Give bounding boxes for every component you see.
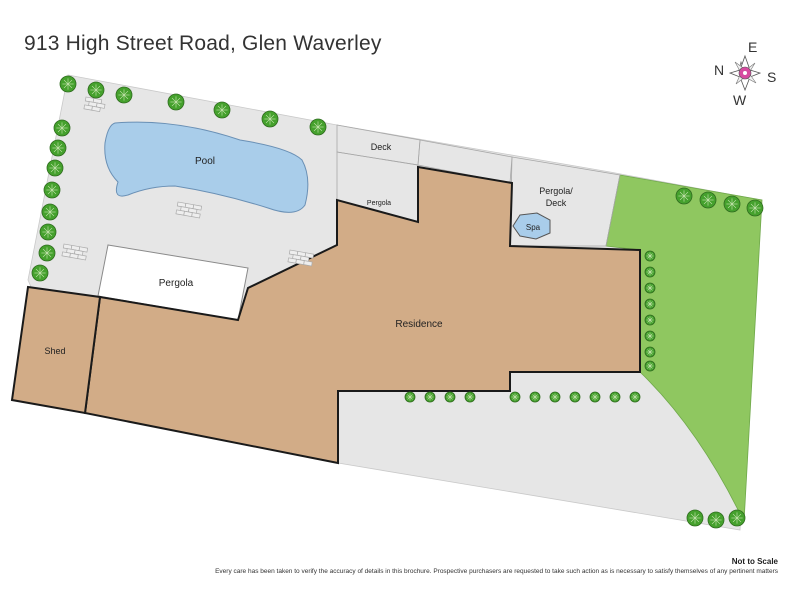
- compass-east: E: [748, 39, 757, 55]
- page-title: 913 High Street Road, Glen Waverley: [24, 32, 382, 55]
- tree-vein: [703, 195, 713, 205]
- tree-vein: [53, 143, 63, 153]
- tree-vein: [467, 394, 473, 400]
- pergola-deck-label-line1: Pergola/: [539, 186, 573, 196]
- tree-vein: [47, 185, 57, 195]
- residence[interactable]: [83, 165, 641, 465]
- spa-label: Spa: [526, 223, 541, 232]
- tree-vein: [750, 203, 760, 213]
- pool[interactable]: [104, 121, 309, 213]
- hedge-trees: [31, 75, 764, 529]
- shed[interactable]: [10, 285, 102, 415]
- compass-north: N: [714, 62, 724, 78]
- tree-vein: [265, 114, 275, 124]
- tree-vein: [647, 285, 653, 291]
- tree-vein: [727, 199, 737, 209]
- tree-vein: [732, 513, 742, 523]
- tree-vein: [647, 349, 653, 355]
- pergola-small-label: Pergola: [367, 200, 391, 207]
- tree-vein: [632, 394, 638, 400]
- disclaimer: Every care has been taken to verify the …: [215, 568, 778, 575]
- pergola-deck-label-line2: Deck: [546, 198, 567, 208]
- compass-rose-icon: [728, 54, 762, 92]
- tree-vein: [42, 248, 52, 258]
- tree-vein: [690, 513, 700, 523]
- tree-vein: [647, 301, 653, 307]
- tree-vein: [427, 394, 433, 400]
- pergola-label: Pergola: [159, 278, 194, 289]
- tree-vein: [43, 227, 53, 237]
- tree-vein: [512, 394, 518, 400]
- tree-vein: [552, 394, 558, 400]
- tree-vein: [679, 191, 689, 201]
- spa[interactable]: [512, 212, 551, 240]
- tree-vein: [313, 122, 323, 132]
- compass-west: W: [733, 92, 747, 108]
- tree-vein: [35, 268, 45, 278]
- tree-vein: [119, 90, 129, 100]
- tree-vein: [50, 163, 60, 173]
- pool-label: Pool: [195, 156, 215, 167]
- tree-vein: [711, 515, 721, 525]
- brick-pattern-icon: [61, 96, 315, 267]
- deck-label: Deck: [371, 142, 392, 152]
- tree-vein: [647, 333, 653, 339]
- tree-vein: [63, 79, 73, 89]
- tree-vein: [592, 394, 598, 400]
- tree-vein: [45, 207, 55, 217]
- compass-south: S: [767, 69, 776, 85]
- tree-vein: [572, 394, 578, 400]
- scale-note: Not to Scale: [731, 557, 778, 566]
- tree-vein: [647, 317, 653, 323]
- tree-vein: [57, 123, 67, 133]
- tree-vein: [647, 253, 653, 259]
- residence-label: Residence: [395, 319, 443, 330]
- tree-vein: [407, 394, 413, 400]
- tree-vein: [91, 85, 101, 95]
- tree-vein: [647, 363, 653, 369]
- tree-vein: [647, 269, 653, 275]
- tree-vein: [532, 394, 538, 400]
- tree-vein: [217, 105, 227, 115]
- tree-vein: [447, 394, 453, 400]
- shed-label: Shed: [44, 346, 65, 356]
- tree-vein: [171, 97, 181, 107]
- tree-vein: [612, 394, 618, 400]
